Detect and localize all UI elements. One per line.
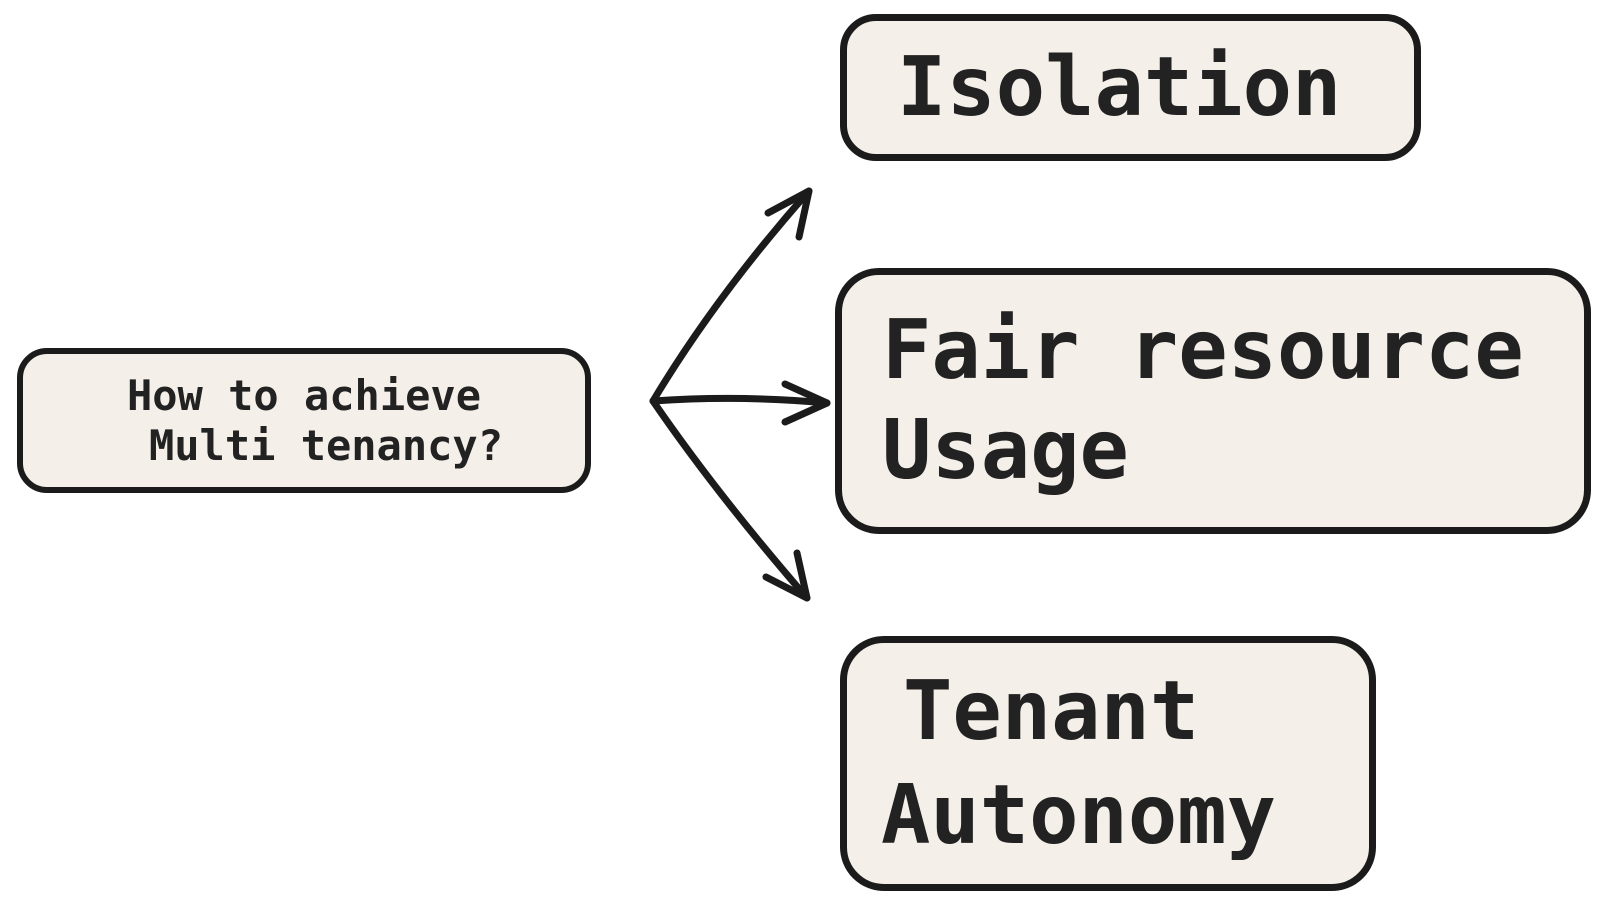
arrowhead-icon bbox=[781, 380, 831, 426]
fair-resource-usage-node: Fair resource Usage bbox=[835, 268, 1591, 534]
isolation-node-label: Isolation bbox=[897, 39, 1342, 135]
arrow-question-to-fair-resource-usage bbox=[649, 380, 831, 426]
tenant-autonomy-line-2: Autonomy bbox=[881, 767, 1276, 863]
question-node-line-1: How to achieve bbox=[126, 370, 481, 420]
question-node: How to achieve Multi tenancy? bbox=[17, 348, 591, 493]
arrow-question-to-isolation bbox=[649, 187, 813, 405]
arrow-question-to-tenant-autonomy bbox=[649, 397, 811, 602]
tenant-autonomy-node: Tenant Autonomy bbox=[840, 636, 1376, 891]
isolation-node: Isolation bbox=[840, 14, 1421, 161]
arrow-shaft bbox=[649, 394, 831, 407]
arrowhead-icon bbox=[764, 187, 813, 241]
fair-resource-usage-line-1: Fair resource bbox=[882, 303, 1524, 398]
fair-resource-usage-line-2: Usage bbox=[882, 403, 1129, 498]
tenant-autonomy-line-1: Tenant bbox=[903, 663, 1200, 759]
arrow-shaft bbox=[649, 397, 811, 602]
question-node-line-2: Multi tenancy? bbox=[148, 420, 503, 470]
arrow-shaft bbox=[649, 187, 813, 405]
arrowhead-icon bbox=[762, 549, 811, 602]
